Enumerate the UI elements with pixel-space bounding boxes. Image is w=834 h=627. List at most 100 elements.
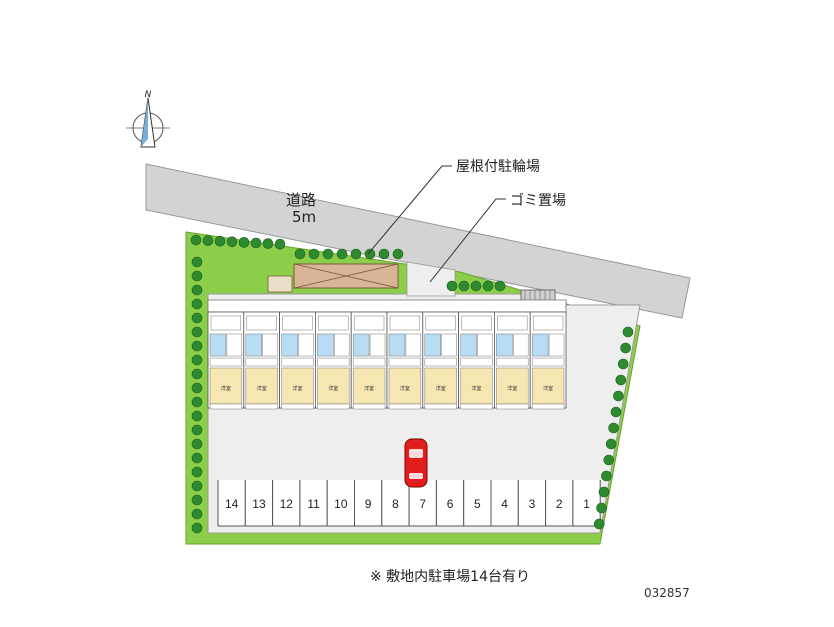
parking-space-number: 9: [365, 497, 372, 511]
tree-icon: [350, 248, 362, 260]
tree-icon: [378, 248, 390, 260]
parking-space-number: 10: [334, 497, 348, 511]
unit-hall: [352, 357, 386, 367]
unit-balcony: [281, 403, 314, 410]
tree-icon: [336, 248, 348, 260]
apartment-unit: 洋室: [243, 311, 281, 410]
unit-room-label: 洋室: [507, 385, 517, 392]
parking-space-number: 1: [583, 497, 590, 511]
unit-entrance: [532, 315, 564, 331]
building-units: 洋室洋室洋室洋室洋室洋室洋室洋室洋室洋室: [207, 311, 567, 410]
parking-space: 10: [326, 480, 355, 527]
parking-space-number: 7: [419, 497, 426, 511]
unit-kitchen: [548, 333, 565, 357]
unit-kitchen: [405, 333, 422, 357]
unit-room-label: 洋室: [257, 385, 267, 392]
apartment-unit: 洋室: [279, 311, 316, 410]
parking-space-number: 14: [225, 497, 239, 511]
tree-icon: [191, 354, 203, 366]
unit-hall: [209, 357, 243, 367]
unit-balcony: [424, 403, 457, 410]
tree-icon: [603, 454, 615, 466]
garbage-callout-line: [429, 198, 506, 283]
tree-icon: [620, 342, 631, 354]
tree-icon: [191, 424, 203, 436]
bike-parking-callout: 屋根付駐輪場: [456, 159, 540, 175]
road: [145, 163, 691, 319]
unit-hall: [245, 357, 278, 367]
unit-room: [388, 367, 422, 405]
tree-icon: [458, 280, 470, 292]
unit-entrance: [425, 315, 456, 331]
unit-bathroom: [531, 333, 549, 357]
unit-bathroom: [496, 333, 513, 357]
tree-icon: [191, 326, 203, 338]
tree-icon: [294, 248, 306, 260]
unit-balcony: [209, 403, 243, 410]
apartment-unit: 洋室: [314, 311, 352, 410]
unit-balcony: [352, 403, 386, 410]
tree-icon: [250, 237, 262, 249]
unit-room-label: 洋室: [400, 385, 410, 392]
tree-icon: [482, 280, 494, 292]
building-corridor: [207, 299, 567, 313]
unit-bathroom: [281, 333, 298, 357]
unit-hall: [424, 357, 457, 367]
unit-hall: [531, 357, 565, 367]
unit-room: [281, 367, 314, 405]
tree-icon: [191, 494, 203, 506]
unit-hall: [317, 357, 350, 367]
parking-space: 12: [272, 480, 301, 527]
road-width: 5m: [292, 208, 317, 226]
parking-space-number: 13: [252, 497, 266, 511]
tree-icon: [274, 238, 286, 250]
tree-icon: [617, 358, 629, 370]
unit-kitchen: [334, 333, 350, 357]
parking-space: 2: [545, 480, 574, 527]
driveway: [406, 261, 456, 297]
tree-icon: [191, 522, 203, 534]
unit-balcony: [388, 403, 422, 410]
unit-bathroom: [209, 333, 227, 357]
tree-icon: [494, 280, 506, 292]
apartment-unit: 洋室: [350, 311, 388, 410]
parking-space: 14: [217, 480, 246, 527]
tree-icon: [608, 422, 619, 434]
tree-icon: [191, 340, 203, 352]
bike-callout-line: [367, 165, 452, 255]
unit-entrance: [461, 315, 492, 331]
unit-room-label: 洋室: [436, 385, 446, 392]
tree-icon: [601, 470, 612, 482]
unit-kitchen: [441, 333, 457, 357]
unit-room: [317, 367, 350, 405]
unit-room: [424, 367, 457, 405]
parking-space: 5: [463, 480, 492, 527]
tree-icon: [191, 480, 203, 492]
unit-room: [352, 367, 386, 405]
tree-icon: [191, 396, 203, 408]
tree-icon: [226, 236, 238, 248]
unit-hall: [388, 357, 422, 367]
unit-room-label: 洋室: [292, 385, 302, 392]
tree-icon: [191, 382, 203, 394]
unit-bathroom: [460, 333, 477, 357]
compass-icon: N: [126, 90, 170, 148]
parking-space-number: 12: [280, 497, 294, 511]
unit-entrance: [246, 315, 277, 331]
tree-icon: [191, 270, 203, 282]
tree-icon: [191, 284, 203, 296]
bike-rack: [267, 275, 293, 293]
parking-space-number: 4: [501, 497, 508, 511]
unit-room-label: 洋室: [471, 385, 481, 392]
parking-space-number: 2: [556, 497, 563, 511]
tree-icon: [322, 248, 334, 260]
unit-entrance: [318, 315, 349, 331]
tree-icon: [191, 452, 203, 464]
apartment-unit: 洋室: [458, 311, 495, 410]
tree-icon: [615, 374, 627, 386]
tree-icon: [598, 486, 610, 498]
unit-kitchen: [226, 333, 243, 357]
tree-icon: [191, 312, 203, 324]
